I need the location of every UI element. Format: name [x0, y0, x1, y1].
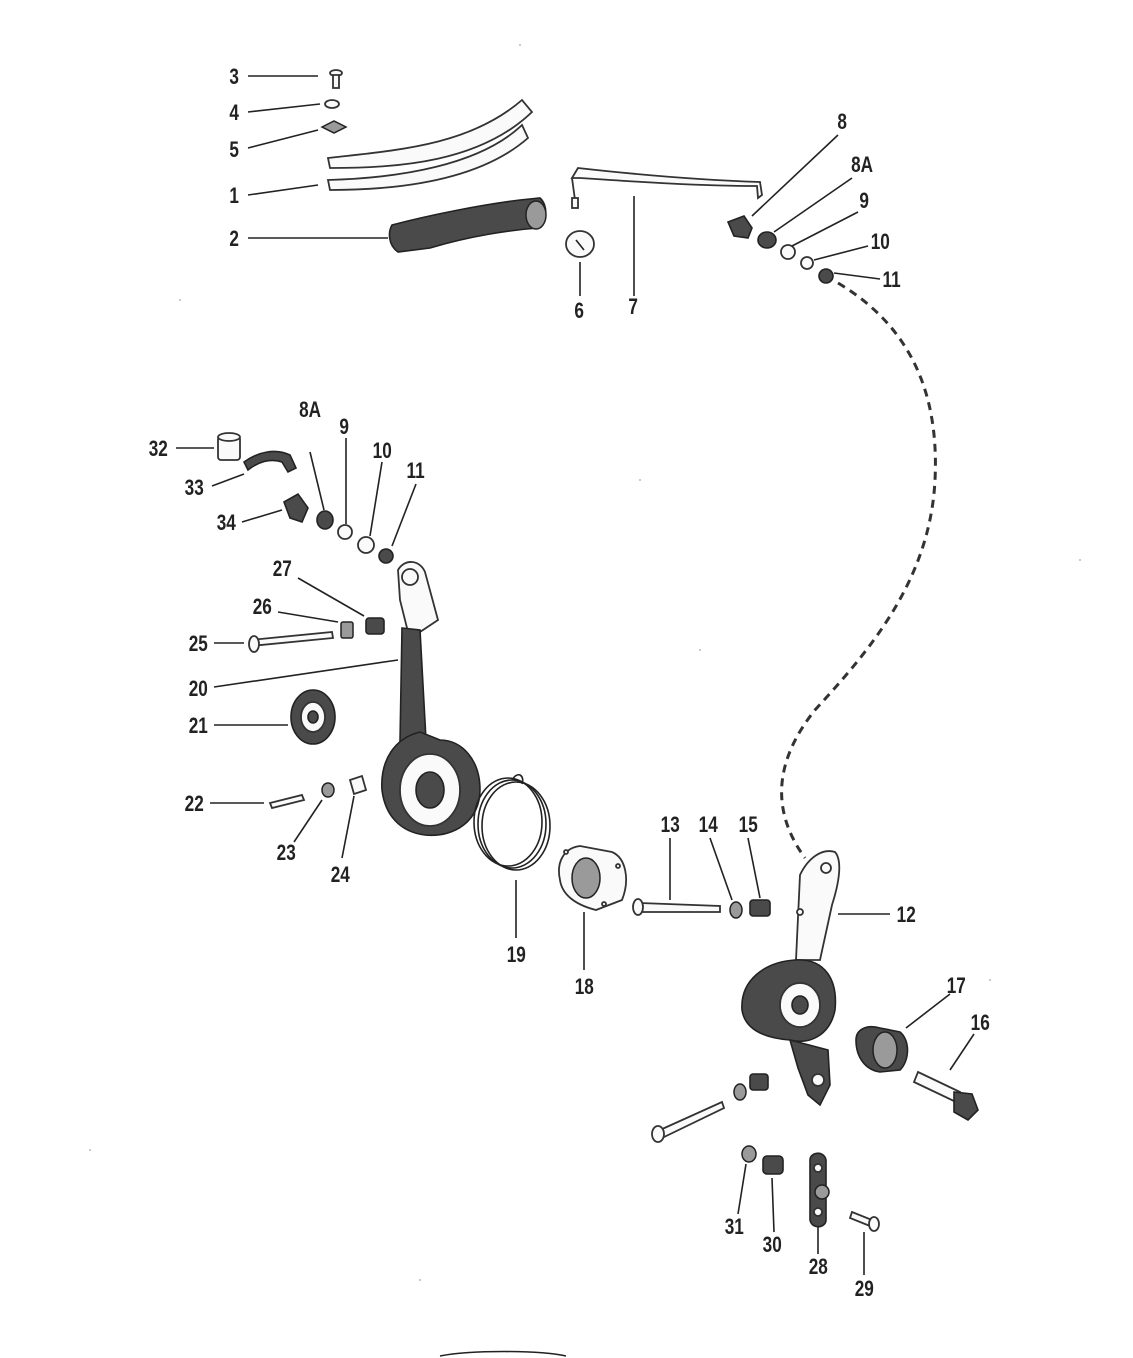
part-2-handle [388, 197, 547, 253]
part-1-handle-channel [326, 98, 534, 191]
callout-labels: 3 4 5 1 2 6 7 8 8A 9 10 11 8A 9 10 11 32… [149, 65, 990, 1302]
callout-21: 21 [189, 714, 208, 739]
part-34-fitting [283, 492, 309, 523]
callout-11-left: 11 [407, 459, 425, 484]
callout-7: 7 [628, 295, 638, 320]
part-14-nut [729, 901, 743, 919]
right-parts-group [632, 850, 979, 1232]
part-8a-grommet-left [316, 510, 334, 530]
callout-1: 1 [229, 184, 239, 209]
callout-10-left: 10 [373, 439, 392, 464]
part-17-bushing [855, 1025, 909, 1073]
callout-12: 12 [897, 903, 916, 928]
callout-9-left: 9 [339, 415, 349, 440]
callout-4: 4 [229, 101, 239, 126]
part-28-link [809, 1152, 830, 1228]
part-3-screw [329, 69, 343, 89]
part-30-spacer [762, 1155, 784, 1175]
callout-31: 31 [725, 1215, 744, 1240]
left-parts-group [217, 432, 481, 837]
part-18-flange-bushing [558, 845, 627, 911]
part-4-washer [324, 99, 340, 109]
leader-lines [176, 75, 975, 1275]
part-15-spacer [749, 899, 771, 917]
part-26-nut [340, 621, 354, 639]
part-11-nut-left [378, 548, 394, 564]
callout-8a: 8A [851, 153, 873, 178]
callout-23: 23 [277, 841, 296, 866]
part-23-nut [321, 782, 335, 798]
callout-11: 11 [883, 268, 901, 293]
callout-16: 16 [971, 1011, 990, 1036]
callout-26: 26 [253, 595, 272, 620]
callout-32: 32 [149, 437, 168, 462]
callout-30: 30 [763, 1233, 782, 1258]
callout-27: 27 [273, 557, 292, 582]
callout-24: 24 [331, 863, 350, 888]
part-12-lever-assembly [741, 850, 841, 1107]
callout-19: 19 [507, 943, 526, 968]
callout-13: 13 [661, 813, 680, 838]
callout-18: 18 [575, 975, 594, 1000]
callout-33: 33 [185, 476, 204, 501]
callout-28: 28 [809, 1255, 828, 1280]
part-24-plug [348, 774, 368, 796]
callout-9: 9 [859, 189, 869, 214]
part-6-knob [565, 230, 595, 258]
part-32-cap [217, 432, 241, 461]
part-25-bolt [248, 631, 335, 653]
callout-25: 25 [189, 632, 208, 657]
middle-parts-group [473, 773, 627, 911]
part-33-hose [242, 450, 298, 474]
part-11-nut [818, 268, 834, 284]
callout-2: 2 [229, 227, 239, 252]
callout-20: 20 [189, 677, 208, 702]
part-19-spring [473, 773, 551, 871]
part-22-screw [268, 793, 306, 810]
part-8-connector [726, 215, 753, 239]
part-27-spacer [365, 617, 385, 635]
callout-22: 22 [185, 792, 204, 817]
cable-routing-dashed-line [780, 281, 937, 859]
part-29-screw [848, 1210, 880, 1232]
callout-3: 3 [229, 65, 239, 90]
part-8a-grommet [757, 231, 777, 249]
part-31-nut [741, 1145, 757, 1163]
part-20-lever-arm [381, 561, 481, 837]
page-edge-mark [439, 1350, 567, 1357]
callout-29: 29 [855, 1277, 874, 1302]
part-16-bolt [912, 1070, 979, 1121]
callout-5: 5 [229, 138, 239, 163]
callout-6: 6 [574, 299, 584, 324]
part-9-bushing-left [337, 524, 353, 540]
part-21-seal [290, 689, 336, 745]
part-10-washer-left [357, 536, 375, 554]
part-10-washer [800, 256, 814, 270]
callout-15: 15 [739, 813, 758, 838]
lower-link-hardware [651, 1073, 769, 1143]
top-parts-group [320, 69, 834, 284]
part-7-link-rod [570, 167, 763, 209]
part-9-bushing [780, 244, 796, 260]
callout-17: 17 [947, 974, 966, 999]
callout-8a-left: 8A [299, 398, 321, 423]
callout-8: 8 [837, 110, 847, 135]
scan-specks [89, 44, 1081, 1281]
callout-10: 10 [871, 230, 890, 255]
part-13-bolt [632, 898, 721, 916]
callout-34: 34 [217, 511, 236, 536]
part-5-clip [320, 120, 348, 134]
callout-14: 14 [699, 813, 718, 838]
